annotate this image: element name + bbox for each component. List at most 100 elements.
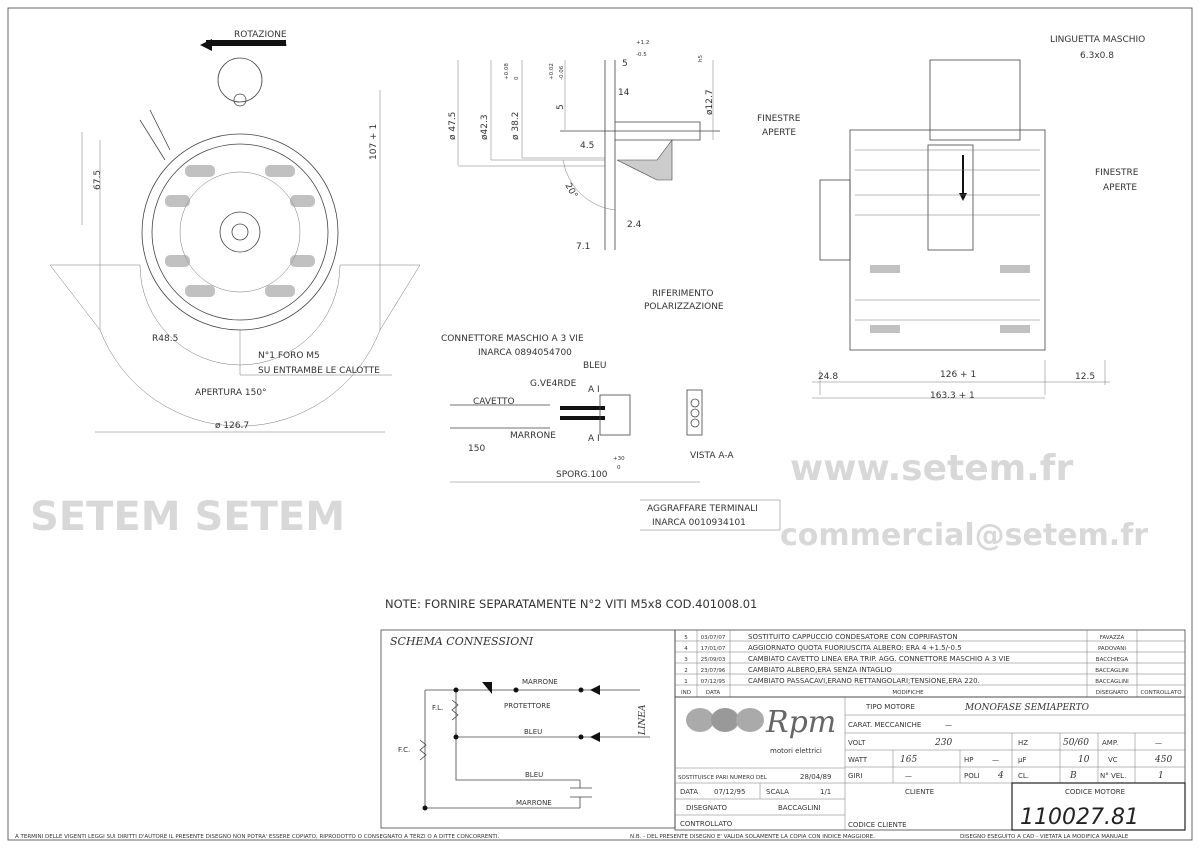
disegnato-label: DISEGNATO (686, 804, 728, 812)
finestre-label-right: FINESTRE (1095, 168, 1139, 178)
revision-drawn-by: BACCHIEGA (1096, 657, 1129, 663)
footer-cad: DISEGNO ESEGUITO A CAD - VIETATA LA MODI… (960, 834, 1129, 840)
schema-marrone-1: MARRONE (522, 678, 558, 686)
aperte-label-right: APERTE (1103, 183, 1137, 193)
shaft-detail: ø 47.5 ø42.3 ø 38.2 +0.08 0 5 +0.02 -0.0… (448, 40, 720, 252)
dim-d47-5: ø 47.5 (448, 112, 458, 140)
connettore-label: CONNETTORE MASCHIO A 3 VIE (441, 334, 584, 344)
watt-value: 165 (900, 755, 917, 765)
cliente-label: CLIENTE (905, 788, 934, 796)
connector-detail: RIFERIMENTO POLARIZZAZIONE CONNETTORE MA… (441, 289, 781, 531)
tipo-motore-label: TIPO MOTORE (865, 703, 915, 711)
schema-title: SCHEMA CONNESSIONI (390, 635, 534, 648)
schema-bleu-1: BLEU (524, 728, 542, 736)
revision-description: CAMBIATO PASSACAVI,ERANO RETTANGOLARI;TE… (748, 677, 980, 685)
revision-date: 25/09/03 (701, 657, 726, 663)
protector-icon (482, 682, 492, 694)
rotation-label: ROTAZIONE (234, 30, 287, 40)
dim-163-3: 163.3 + 1 (930, 391, 975, 401)
data-label: DATA (680, 788, 698, 796)
dim-14: 14 (618, 88, 630, 98)
codice-cliente-label: CODICE CLIENTE (848, 821, 907, 829)
drawing-border (7, 7, 1193, 841)
revision-date: 17/01/07 (701, 646, 726, 652)
dim-24-8: 24.8 (818, 372, 838, 382)
logo-text: Rpm (765, 705, 836, 740)
schema-bleu-2: BLEU (525, 771, 543, 779)
sostituisce-value: 28/04/89 (800, 773, 831, 781)
watt-label: WATT (848, 756, 868, 764)
dim-7-1: 7.1 (576, 242, 590, 252)
poli-label: POLI (964, 772, 980, 780)
vc-label: VC (1108, 756, 1118, 764)
dim-150: 150 (468, 444, 485, 454)
revision-header: CONTROLLATO (1140, 690, 1182, 696)
finestre-label-left: FINESTRE (757, 114, 801, 124)
revision-description: AGGIORNATO QUOTA FUORIUSCITA ALBERO: ERA… (748, 644, 962, 652)
cl-label: CL. (1018, 772, 1029, 780)
aperte-label-left: APERTE (762, 128, 796, 138)
hp-label: HP (964, 756, 974, 764)
tol-30: +30 (613, 456, 625, 462)
riferimento-label: RIFERIMENTO (652, 289, 713, 299)
tol-shaft-plus: +1.2 (636, 40, 649, 46)
revision-description: SOSTITUITO CAPPUCCIO CONDESATORE CON COP… (748, 633, 958, 641)
ai-label-bottom: A I (588, 434, 600, 444)
terminal-arrow-icon (590, 685, 600, 742)
side-view: LINGUETTA MASCHIO 6.3x0.8 FINESTRE APERT… (757, 35, 1145, 401)
gverde-wire-label: G.VE4RDE (530, 379, 577, 389)
revision-date: 07/12/95 (701, 679, 726, 685)
revision-ind: 2 (684, 668, 688, 674)
dim-r48-5: R48.5 (152, 334, 178, 344)
codice-motore-box (1011, 782, 1186, 831)
front-view: ROTAZIONE 67.5 107 + 1 R48.5 ø 126.7 APE… (49, 30, 421, 433)
linguetta-label: LINGUETTA MASCHIO (1050, 35, 1145, 45)
watermark-brand: SETEM SETEM (30, 494, 345, 540)
revision-ind: 5 (684, 635, 688, 641)
dim-5-shaft: 5 (622, 59, 628, 69)
linguetta-size: 6.3x0.8 (1080, 51, 1114, 61)
aggraffare-code: INARCA 0010934101 (652, 518, 746, 528)
sporg-label: SPORG.100 (556, 470, 608, 480)
dim-4-5: 4.5 (580, 141, 594, 151)
revision-drawn-by: PADOVANI (1098, 646, 1126, 652)
tol-h5: h5 (698, 55, 704, 62)
dim-20deg: 20° (562, 182, 579, 201)
aggraffare-label: AGGRAFFARE TERMINALI (647, 504, 758, 514)
nvel-value: 1 (1158, 771, 1164, 781)
dim-d42-3: ø42.3 (480, 114, 490, 140)
logo-subtitle: motori elettrici (770, 747, 822, 755)
cl-value: B (1069, 771, 1077, 781)
hz-value: 50/60 (1063, 738, 1089, 748)
watermark-email: commercial@setem.fr (780, 518, 1148, 553)
codice-motore-label: CODICE MOTORE (1065, 788, 1125, 796)
vc-value: 450 (1154, 755, 1172, 765)
scala-value: 1/1 (820, 788, 831, 796)
amp-value: — (1155, 739, 1162, 747)
tol-key-minus: -0.06 (559, 65, 565, 80)
schema-protettore: PROTETTORE (504, 702, 551, 710)
dim-12-5: 12.5 (1075, 372, 1095, 382)
hole-note-2: SU ENTRAMBE LE CALOTTE (258, 366, 380, 376)
carat-value: — (945, 721, 952, 729)
volt-label: VOLT (848, 739, 866, 747)
revision-header: DATA (706, 690, 720, 696)
dim-126-7: ø 126.7 (215, 421, 249, 431)
watermark: www.setem.fr SETEM SETEM commercial@sete… (30, 448, 1148, 553)
title-block: Rpm motori elettrici SOSTITUISCE PARI NU… (674, 696, 1186, 831)
revision-description: CAMBIATO ALBERO,ERA SENZA INTAGLIO (748, 666, 892, 674)
dim-5-key: 5 (556, 104, 566, 110)
revision-date: 23/07/96 (701, 668, 726, 674)
dim-67-5: 67.5 (93, 170, 103, 190)
hz-label: HZ (1018, 739, 1028, 747)
footer-validity: N.B. - DEL PRESENTE DISEGNO E' VALIDA SO… (630, 834, 875, 840)
schema-fc: F.C. (398, 746, 410, 754)
uf-label: µF (1018, 756, 1026, 764)
tol-key-plus: +0.02 (549, 63, 555, 80)
revision-description: CAMBIATO CAVETTO LINEA ERA TRIP. AGG. CO… (748, 655, 1010, 663)
watermark-url: www.setem.fr (790, 448, 1073, 489)
revision-header: MODIFICHE (892, 690, 924, 696)
revision-header: IND (681, 690, 691, 696)
